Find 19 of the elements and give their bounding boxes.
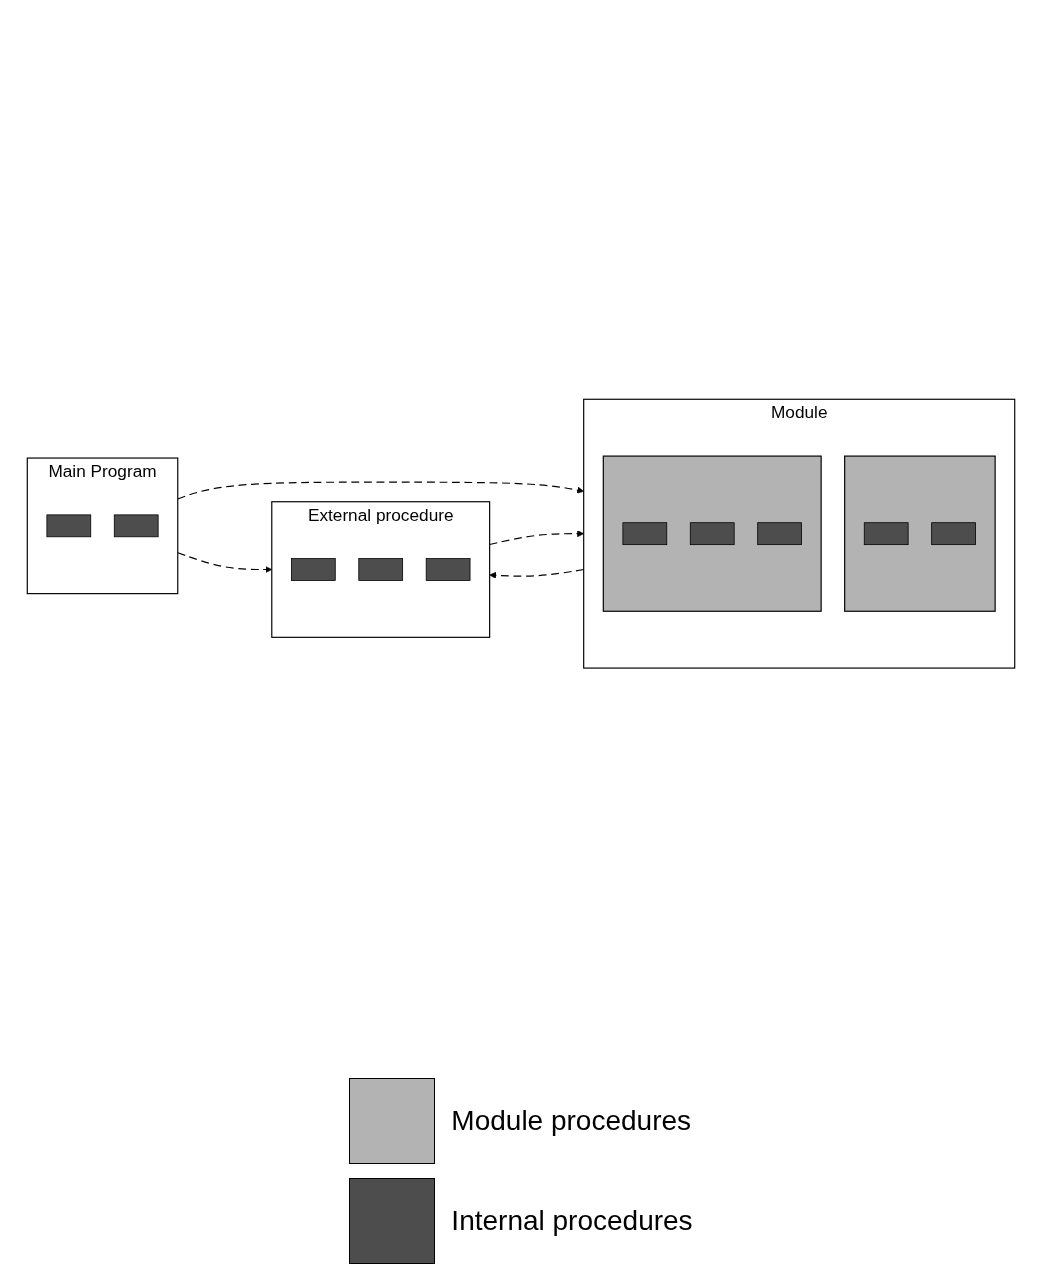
cluster: Main Program [26, 457, 179, 595]
cluster [602, 455, 822, 613]
node-box [931, 522, 976, 546]
node-box [358, 558, 404, 582]
node-box [863, 522, 909, 546]
node-box [757, 522, 802, 546]
legend-label: Internal procedures [451, 1205, 693, 1237]
node-box [622, 522, 668, 546]
node-box [425, 558, 471, 582]
arrow [489, 530, 584, 546]
node-box [113, 514, 159, 538]
arrow [177, 481, 584, 500]
legend-label: Module procedures [451, 1105, 692, 1137]
node-box [689, 522, 735, 546]
cluster [844, 455, 996, 613]
cluster: Module [583, 399, 1016, 669]
node-box [46, 514, 92, 538]
cluster: External procedure [271, 501, 491, 639]
node-box [291, 558, 336, 582]
